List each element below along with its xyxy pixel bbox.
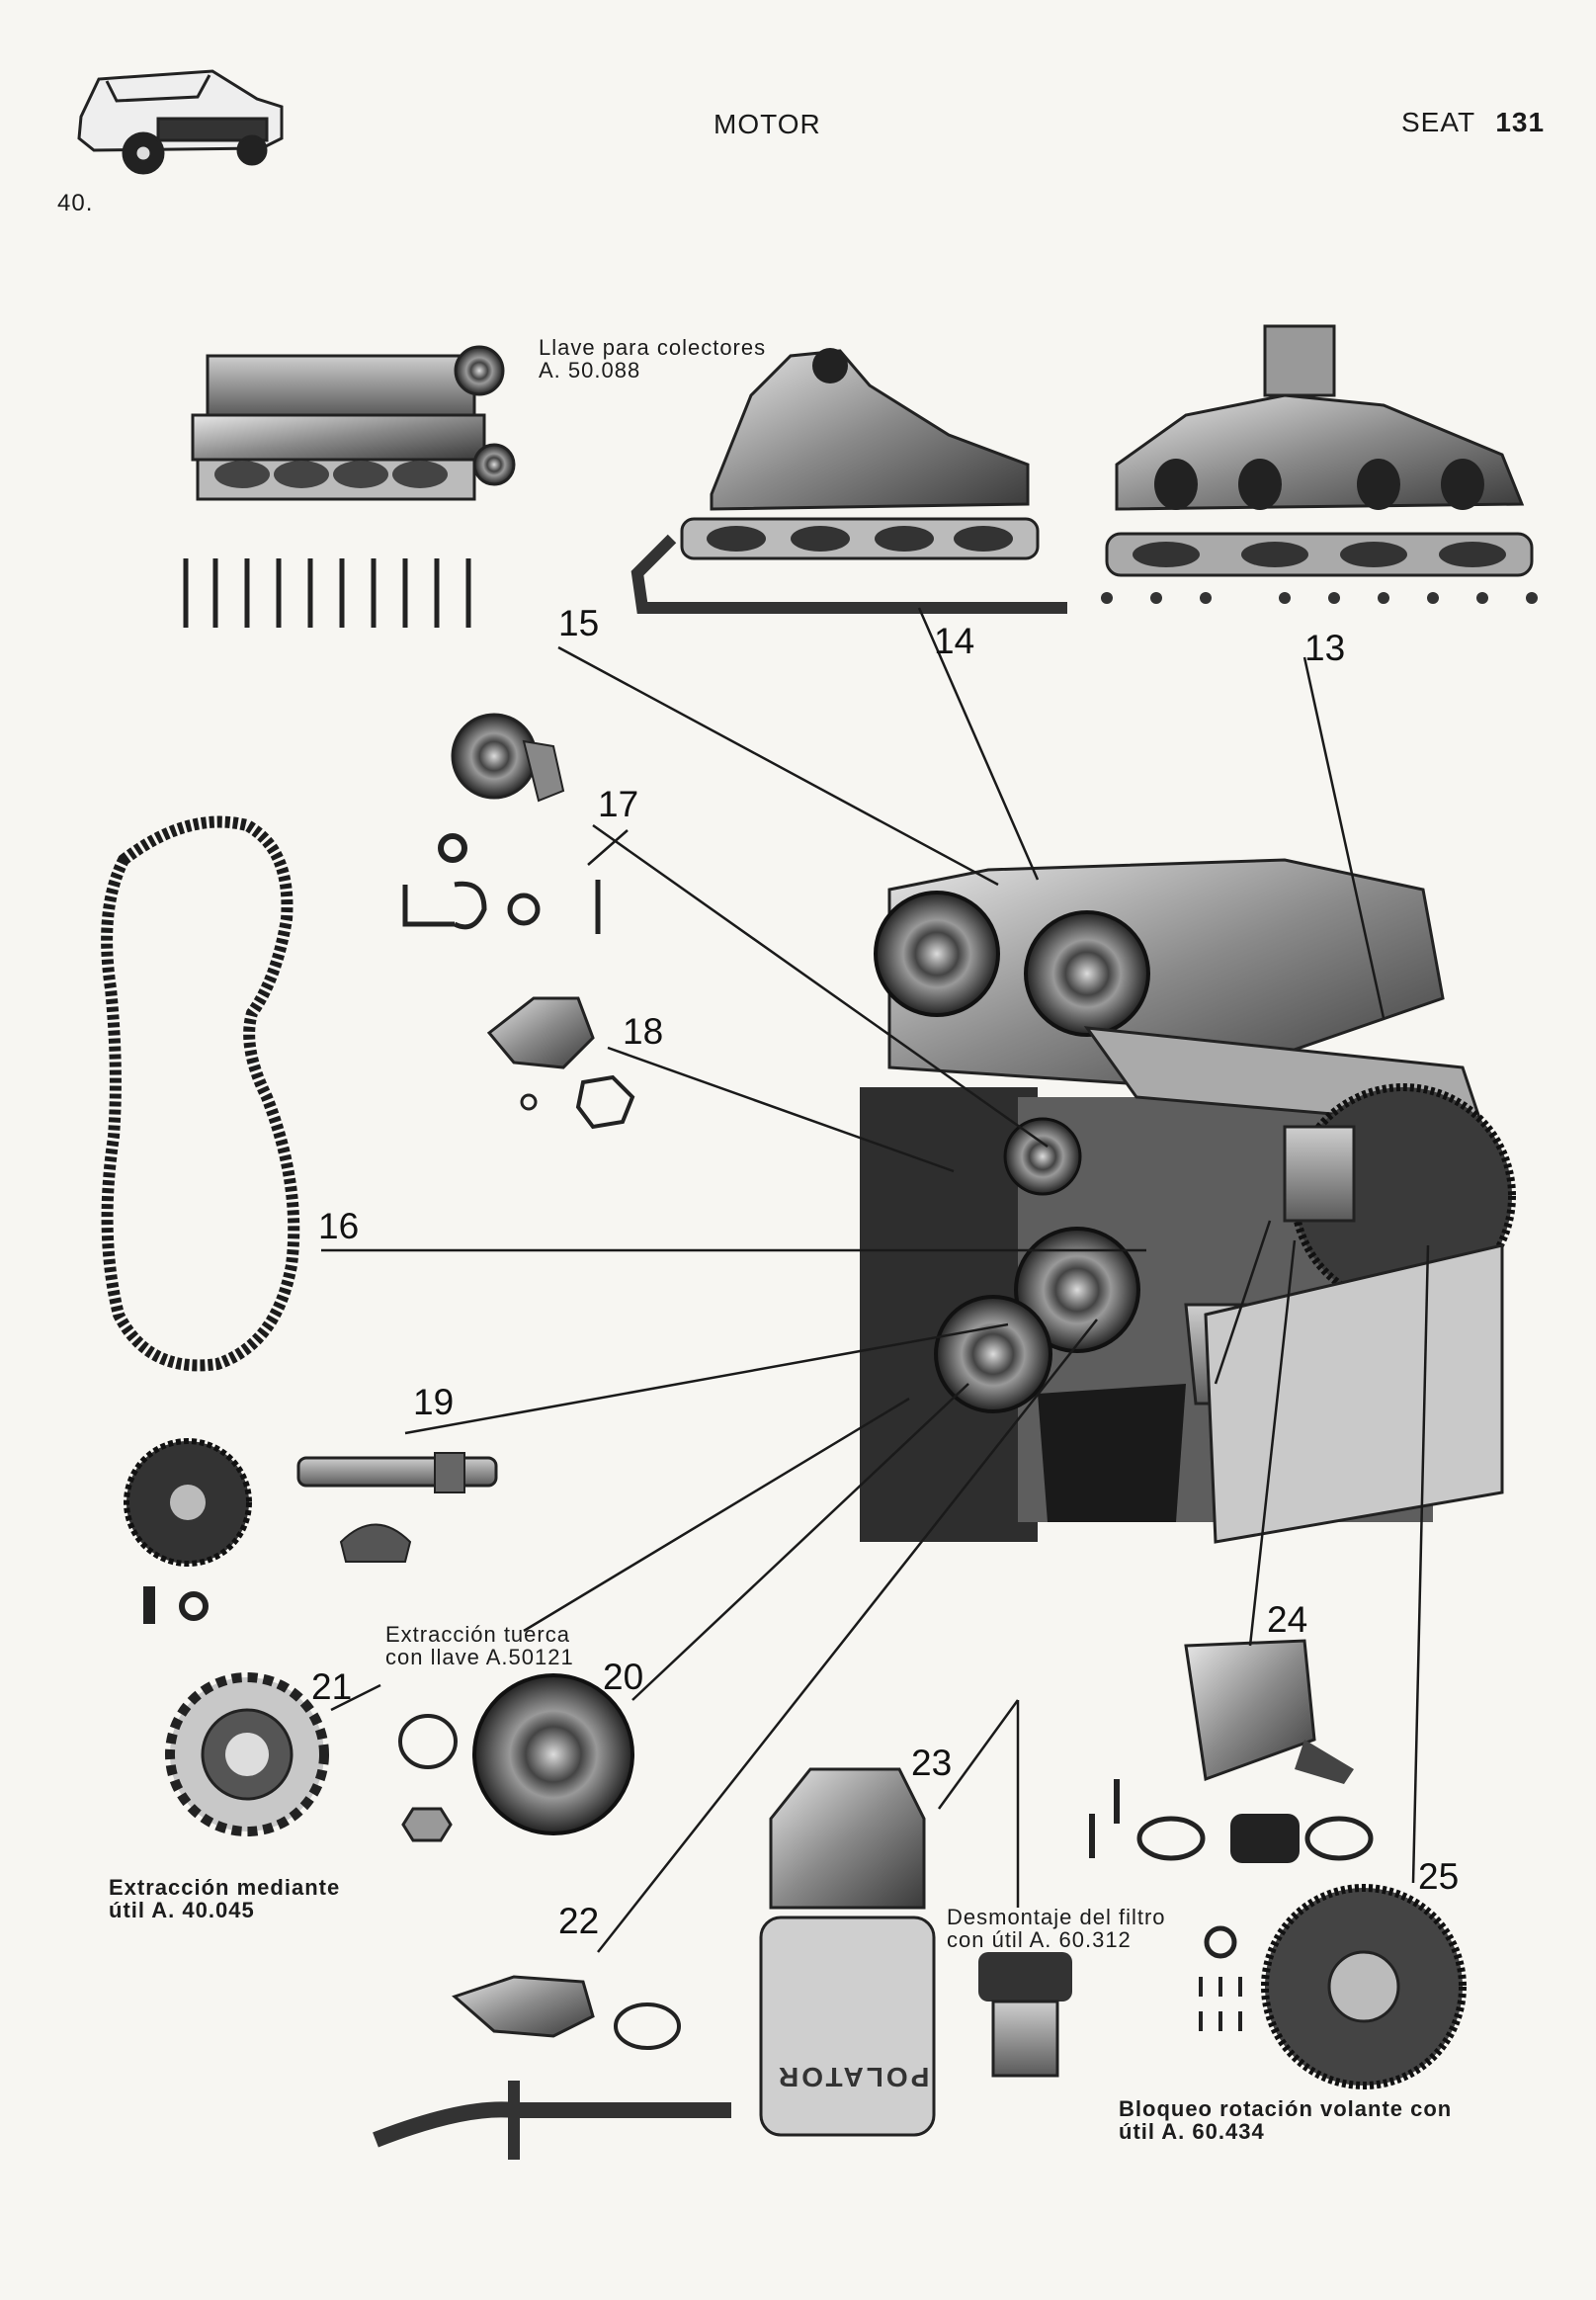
callout-13: 13: [1304, 628, 1346, 668]
exhaust-manifold-icon: [630, 348, 1067, 614]
engine-assembly-icon: [860, 858, 1516, 1544]
water-pump-icon: [486, 996, 635, 1130]
section-title: MOTOR: [714, 109, 821, 139]
callout-14: 14: [934, 621, 975, 661]
head-bolts-icon: [183, 558, 471, 628]
intake-manifold-icon: [1101, 324, 1538, 604]
caption-gear-extraction: Extracción mediante útil A. 40.045: [109, 1875, 341, 1922]
crankshaft-gear-icon: [165, 1672, 458, 1842]
callout-20: 20: [603, 1657, 644, 1697]
callout-24: 24: [1267, 1599, 1308, 1640]
callout-18: 18: [623, 1011, 664, 1052]
cylinder-head-icon: [191, 345, 516, 501]
callout-22: 22: [558, 1901, 600, 1941]
timing-belt-icon: [101, 815, 300, 1372]
callout-21: 21: [311, 1666, 353, 1707]
callout-23: 23: [911, 1743, 953, 1783]
page-number: 40.: [57, 190, 94, 216]
fuel-pump-icon: [1089, 1639, 1374, 1863]
model-number-text: 131: [1495, 107, 1546, 137]
water-fitting-icon: [373, 1975, 731, 2160]
flywheel-icon: [1199, 1884, 1467, 2089]
callout-25: 25: [1418, 1856, 1460, 1897]
caption-nut-extraction: Extracción tuerca con llave A.50121: [385, 1622, 574, 1669]
oil-filter-icon: [759, 1767, 1072, 2137]
caption-filter-removal: Desmontaje del filtro con útil A. 60.312: [947, 1905, 1166, 1952]
callout-17: 17: [598, 784, 639, 824]
model-name: SEAT 131: [1401, 107, 1545, 138]
tensioner-pulley-icon: [402, 713, 601, 934]
caption-collector-wrench: Llave para colectores A. 50.088: [539, 335, 767, 383]
callout-19: 19: [413, 1382, 455, 1422]
callout-16: 16: [318, 1206, 360, 1246]
leader-lines: [321, 607, 1430, 1953]
auxiliary-shaft-icon: [124, 1438, 498, 1624]
caption-flywheel-lock: Bloqueo rotación volante con útil A. 60.…: [1119, 2096, 1453, 2144]
model-name-text: SEAT: [1401, 107, 1475, 137]
car-icon: [77, 69, 284, 175]
oil-filter-label: POLATOR: [776, 2062, 930, 2092]
crankshaft-pulley-icon: [472, 1673, 634, 1835]
callout-15: 15: [558, 603, 600, 643]
